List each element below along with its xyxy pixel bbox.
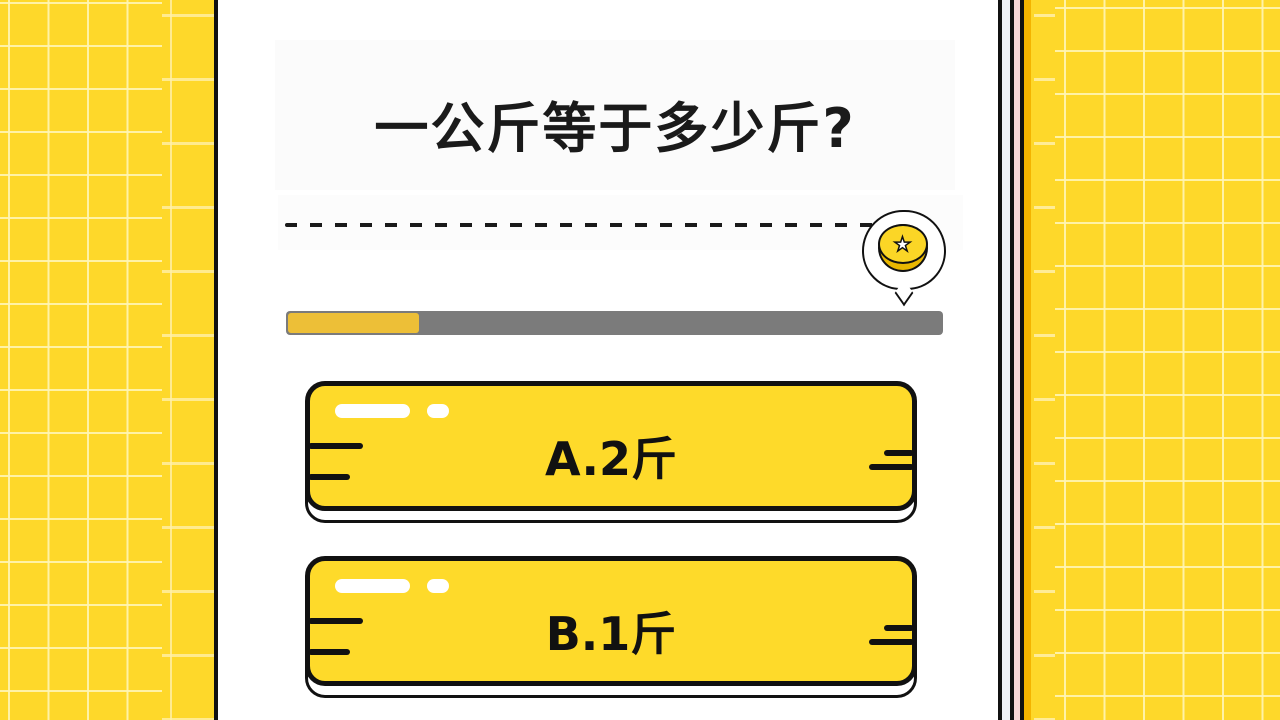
option-b-label: B.1斤 — [545, 607, 677, 661]
reward-track-area — [278, 195, 963, 250]
speed-line — [308, 443, 363, 449]
progress-bar-fill — [288, 313, 419, 333]
reward-bubble: ★ — [862, 210, 946, 290]
coin-star-icon: ★ — [877, 223, 928, 272]
speed-line — [869, 464, 914, 470]
speed-line — [308, 649, 350, 655]
question-card: 一公斤等于多少斤? — [275, 40, 955, 190]
shine-dot-decoration — [427, 579, 449, 593]
shine-decoration — [335, 579, 410, 593]
background-strip-left — [162, 0, 214, 720]
background-strip-right — [1034, 0, 1055, 720]
speed-line — [869, 639, 914, 645]
speed-line — [308, 618, 363, 624]
speed-line — [884, 450, 914, 456]
panel-edge-decoration — [998, 0, 1034, 720]
shine-dot-decoration — [427, 404, 449, 418]
reward-track-dashed-line — [285, 223, 885, 227]
option-a-label: A.2斤 — [545, 432, 677, 486]
background-grid-left — [0, 0, 162, 720]
option-a-button[interactable]: A.2斤 — [305, 381, 917, 523]
option-b-button[interactable]: B.1斤 — [305, 556, 917, 698]
progress-bar — [286, 311, 943, 335]
background-grid-right — [1055, 0, 1280, 720]
star-icon: ★ — [893, 231, 912, 256]
question-text: 一公斤等于多少斤? — [374, 97, 856, 160]
speed-line — [308, 474, 350, 480]
speed-line — [884, 625, 914, 631]
shine-decoration — [335, 404, 410, 418]
